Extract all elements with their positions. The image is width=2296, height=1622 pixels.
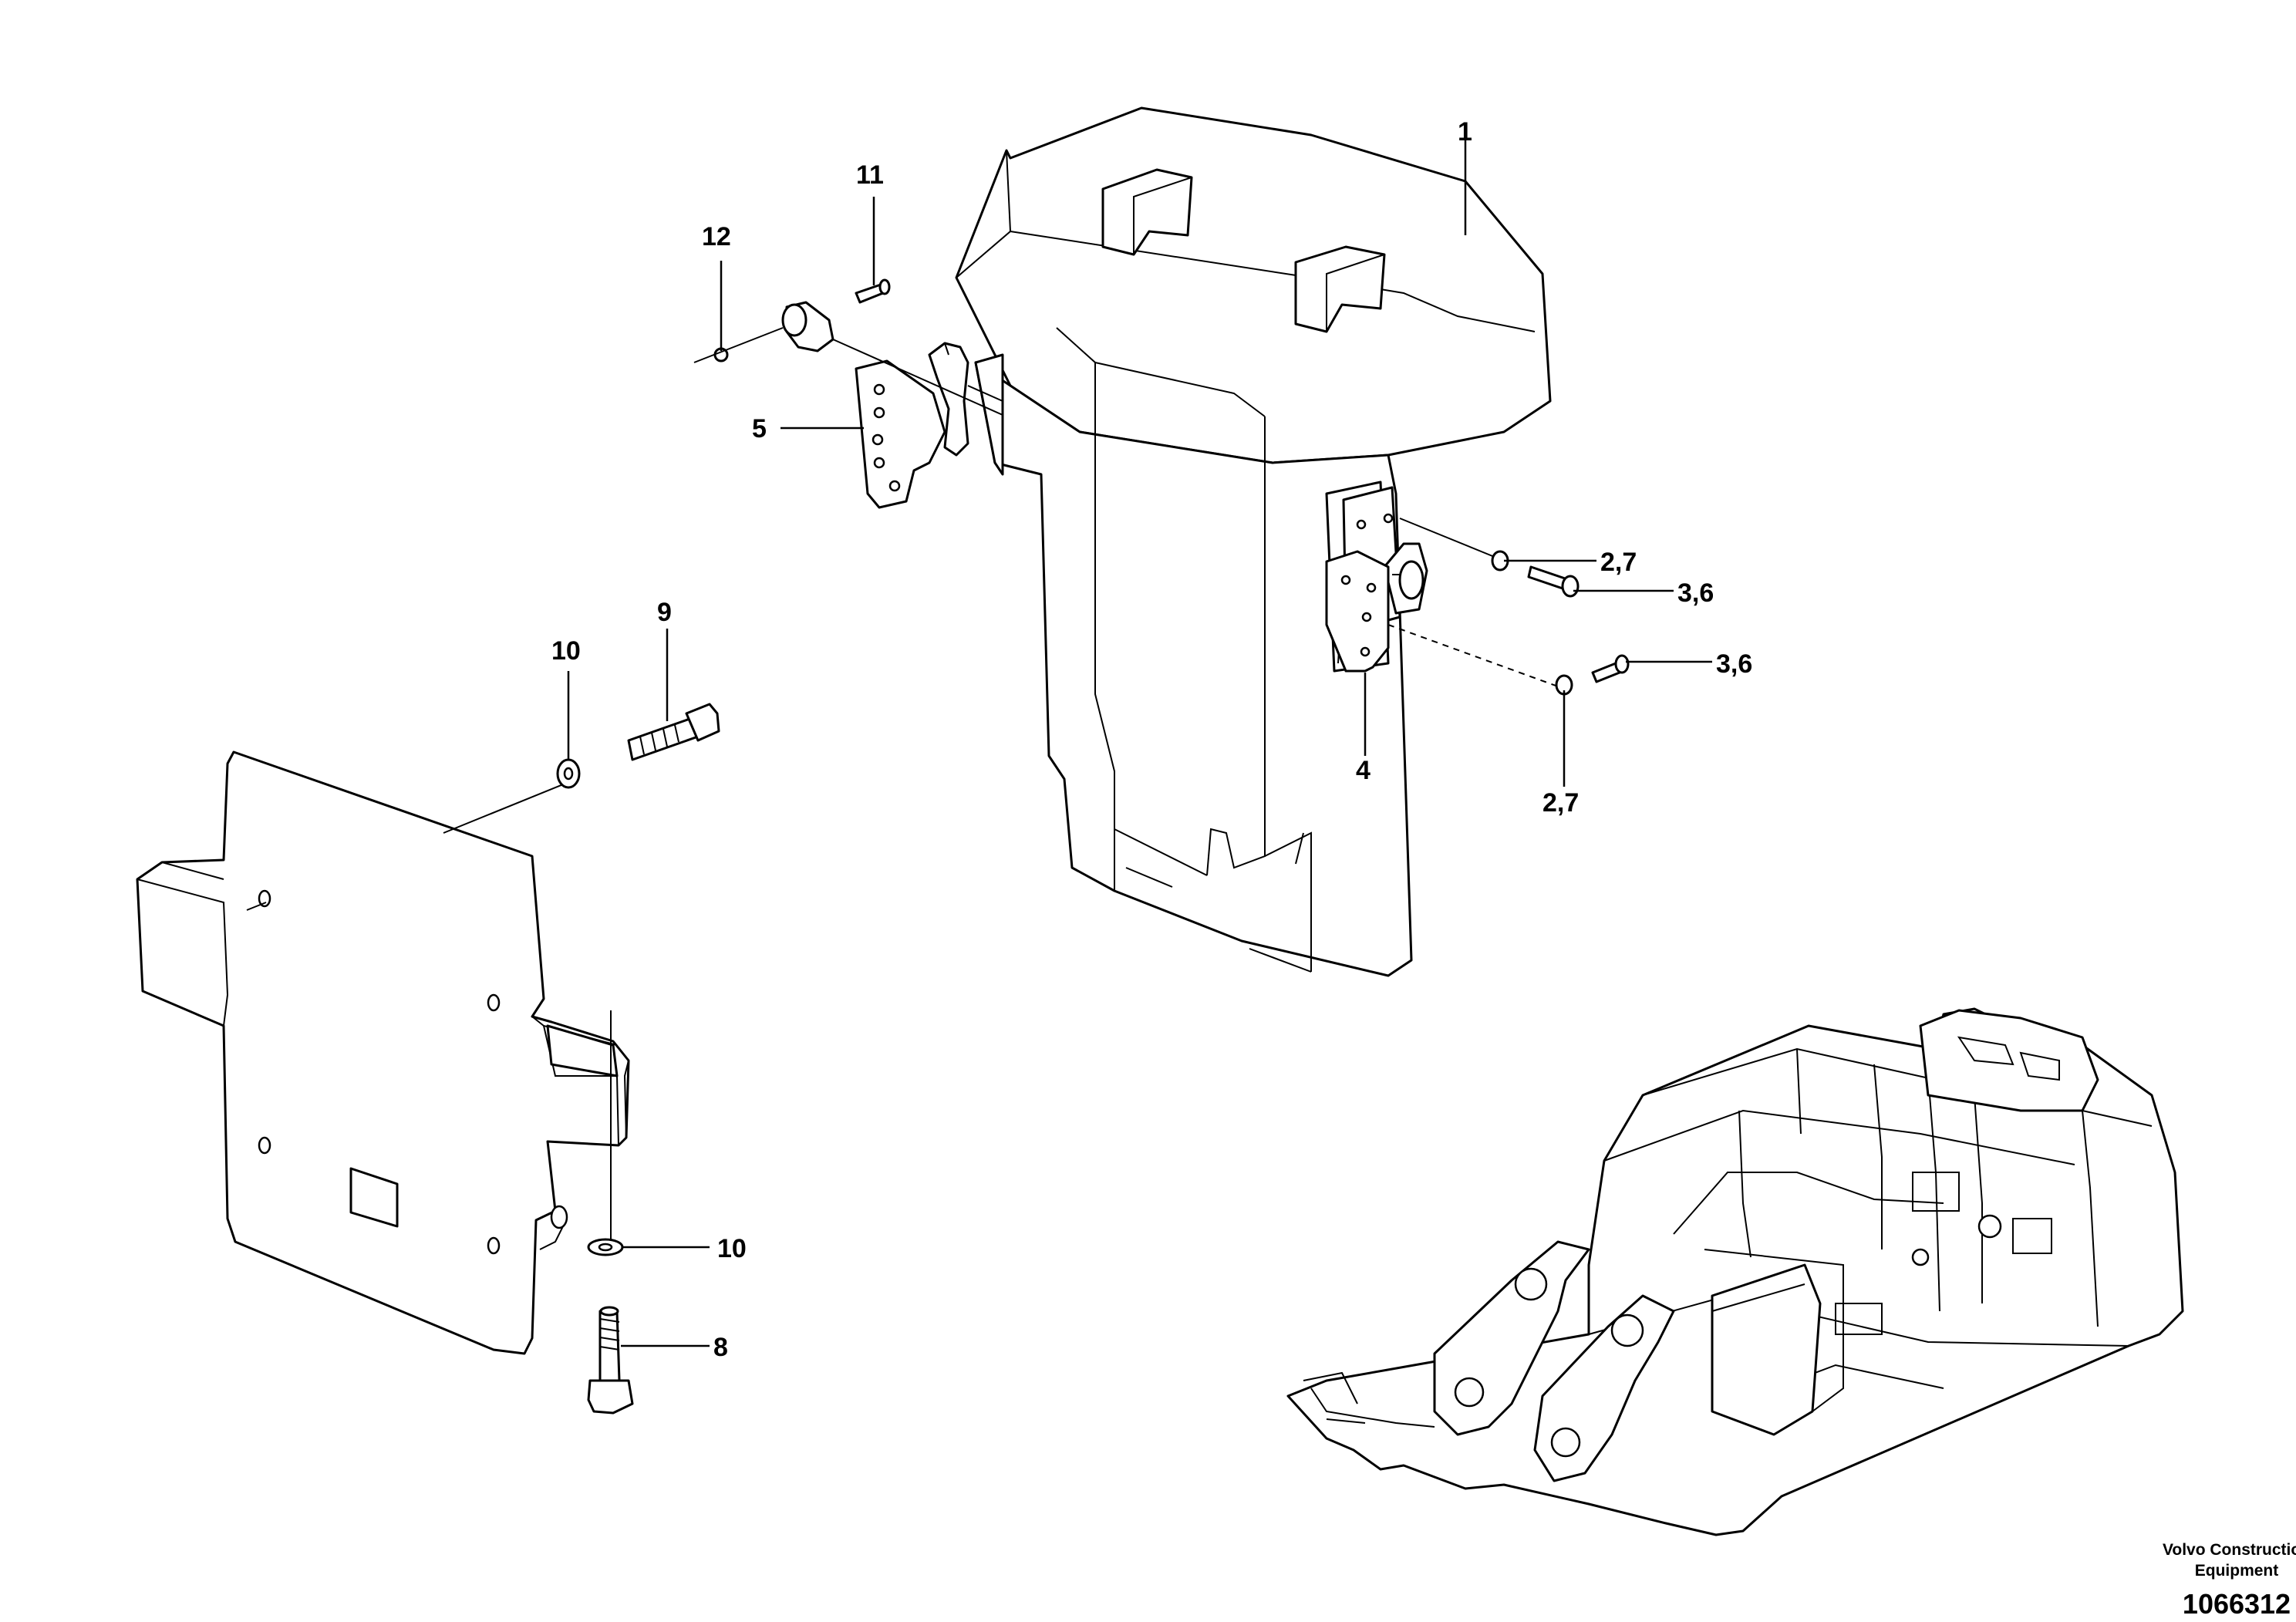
mounting-plate <box>136 750 630 1355</box>
bolt-right-upper <box>1399 518 1580 598</box>
bolt-8 <box>587 1306 634 1415</box>
callout-2-7-upper: 2,7 <box>1600 548 1637 577</box>
callout-12: 12 <box>702 222 731 251</box>
leader-lines <box>567 131 1712 1347</box>
drawing-number: 1066312 <box>2183 1588 2291 1620</box>
callout-10-upper: 10 <box>551 636 581 666</box>
callout-11: 11 <box>856 160 884 190</box>
callout-10-lower: 10 <box>717 1234 747 1263</box>
company-name-line2: Equipment <box>2195 1562 2279 1580</box>
callout-2-7-lower: 2,7 <box>1542 788 1579 818</box>
callout-3-6-lower: 3,6 <box>1716 649 1752 679</box>
bolt-right-lower <box>1387 624 1630 696</box>
hinge-bracket-left <box>693 278 1003 509</box>
callout-3-6-upper: 3,6 <box>1677 578 1714 608</box>
callout-1: 1 <box>1458 117 1472 147</box>
machine-frame-overview <box>1286 1007 2184 1536</box>
bolt-9 <box>627 703 720 761</box>
washer-lower <box>587 1010 624 1256</box>
hinge-bracket-right <box>1325 486 1428 673</box>
callout-8: 8 <box>713 1333 728 1362</box>
company-name-line1: Volvo Construction <box>2163 1541 2296 1559</box>
callout-9: 9 <box>657 598 672 627</box>
callout-4: 4 <box>1356 756 1371 785</box>
callout-5: 5 <box>752 414 767 443</box>
washer-upper <box>556 758 581 789</box>
counterweight <box>955 106 1552 977</box>
